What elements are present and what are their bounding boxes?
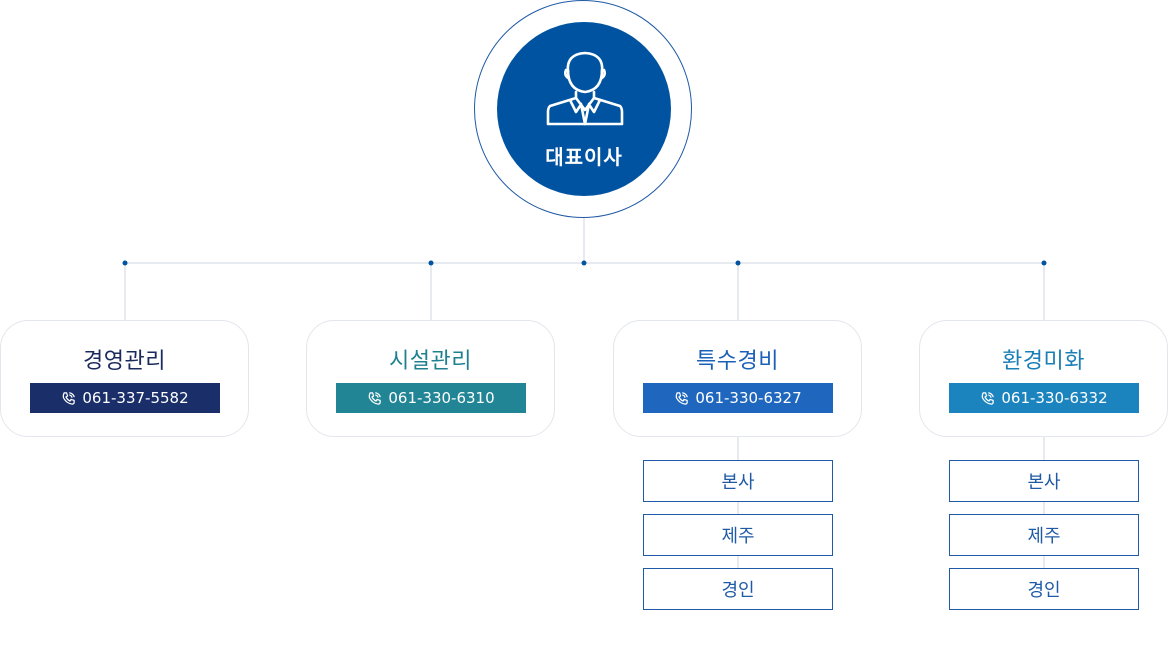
phone-icon <box>63 391 76 405</box>
dept-title: 경영관리 <box>83 349 166 374</box>
phone-badge[interactable]: 061-330-6310 <box>336 383 526 413</box>
person-icon <box>546 51 624 126</box>
branch-box[interactable]: 제주 <box>949 514 1139 556</box>
connector-dot <box>122 260 128 266</box>
branch-box[interactable]: 본사 <box>643 460 833 502</box>
phone-number: 061-330-6327 <box>695 389 802 407</box>
phone-badge[interactable]: 061-330-6327 <box>643 383 833 413</box>
phone-number: 061-330-6332 <box>1001 389 1108 407</box>
ceo-title: 대표이사 <box>545 145 623 169</box>
connector-dot <box>581 260 587 266</box>
phone-badge[interactable]: 061-337-5582 <box>30 383 220 413</box>
connector-dot <box>1041 260 1047 266</box>
phone-icon <box>369 391 382 405</box>
branch-box[interactable]: 본사 <box>949 460 1139 502</box>
dept-title: 환경미화 <box>1002 349 1085 374</box>
ceo-outer-ring <box>474 0 692 218</box>
dept-card-security: 특수경비 061-330-6327 <box>613 320 862 437</box>
connector-dot <box>735 260 741 266</box>
dept-title: 시설관리 <box>389 349 472 374</box>
phone-number: 061-330-6310 <box>388 389 495 407</box>
phone-number: 061-337-5582 <box>82 389 189 407</box>
phone-icon <box>982 391 995 405</box>
dept-card-cleaning: 환경미화 061-330-6332 <box>919 320 1168 437</box>
dept-card-facilities: 시설관리 061-330-6310 <box>306 320 555 437</box>
branch-box[interactable]: 제주 <box>643 514 833 556</box>
dept-card-management: 경영관리 061-337-5582 <box>0 320 249 437</box>
phone-badge[interactable]: 061-330-6332 <box>949 383 1139 413</box>
branch-box[interactable]: 경인 <box>949 568 1139 610</box>
branch-box[interactable]: 경인 <box>643 568 833 610</box>
phone-icon <box>676 391 689 405</box>
connector-dot <box>428 260 434 266</box>
dept-title: 특수경비 <box>696 349 779 374</box>
